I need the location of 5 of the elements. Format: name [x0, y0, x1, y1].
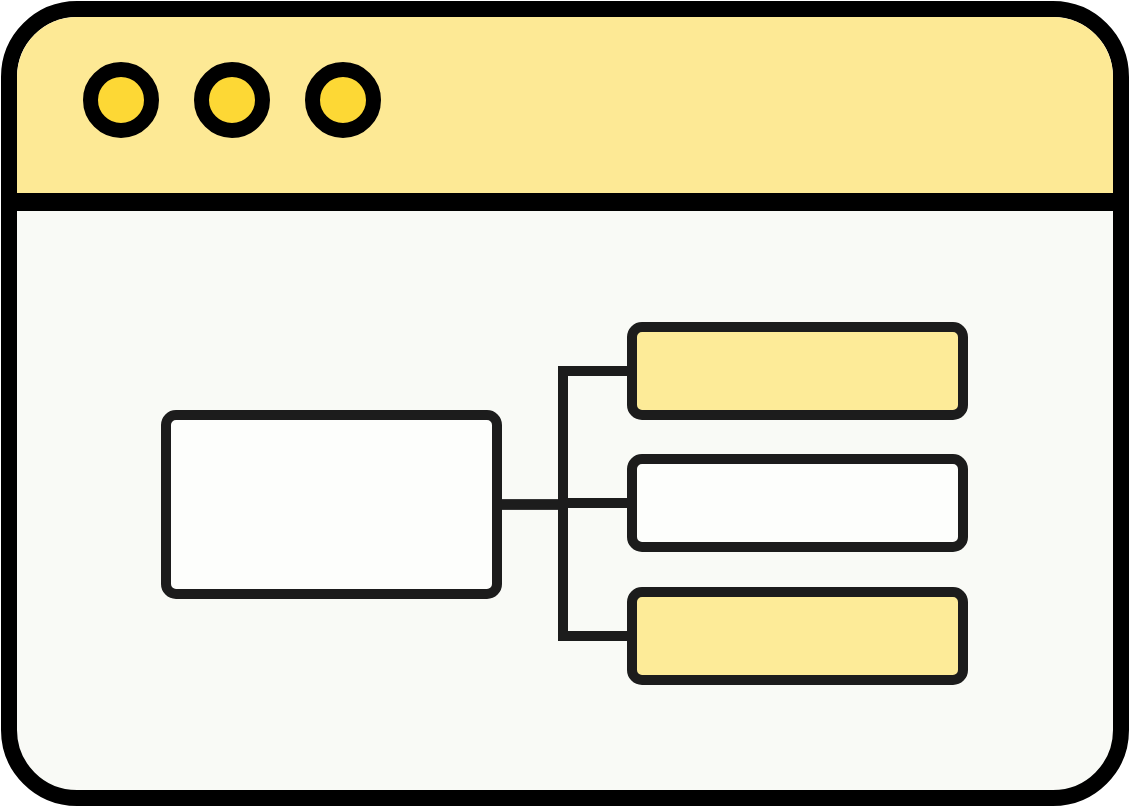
- connector-line: [502, 499, 627, 641]
- empty-box: [627, 587, 968, 685]
- empty-box: [627, 454, 968, 552]
- empty-box: [627, 322, 968, 420]
- empty-box: [161, 410, 502, 599]
